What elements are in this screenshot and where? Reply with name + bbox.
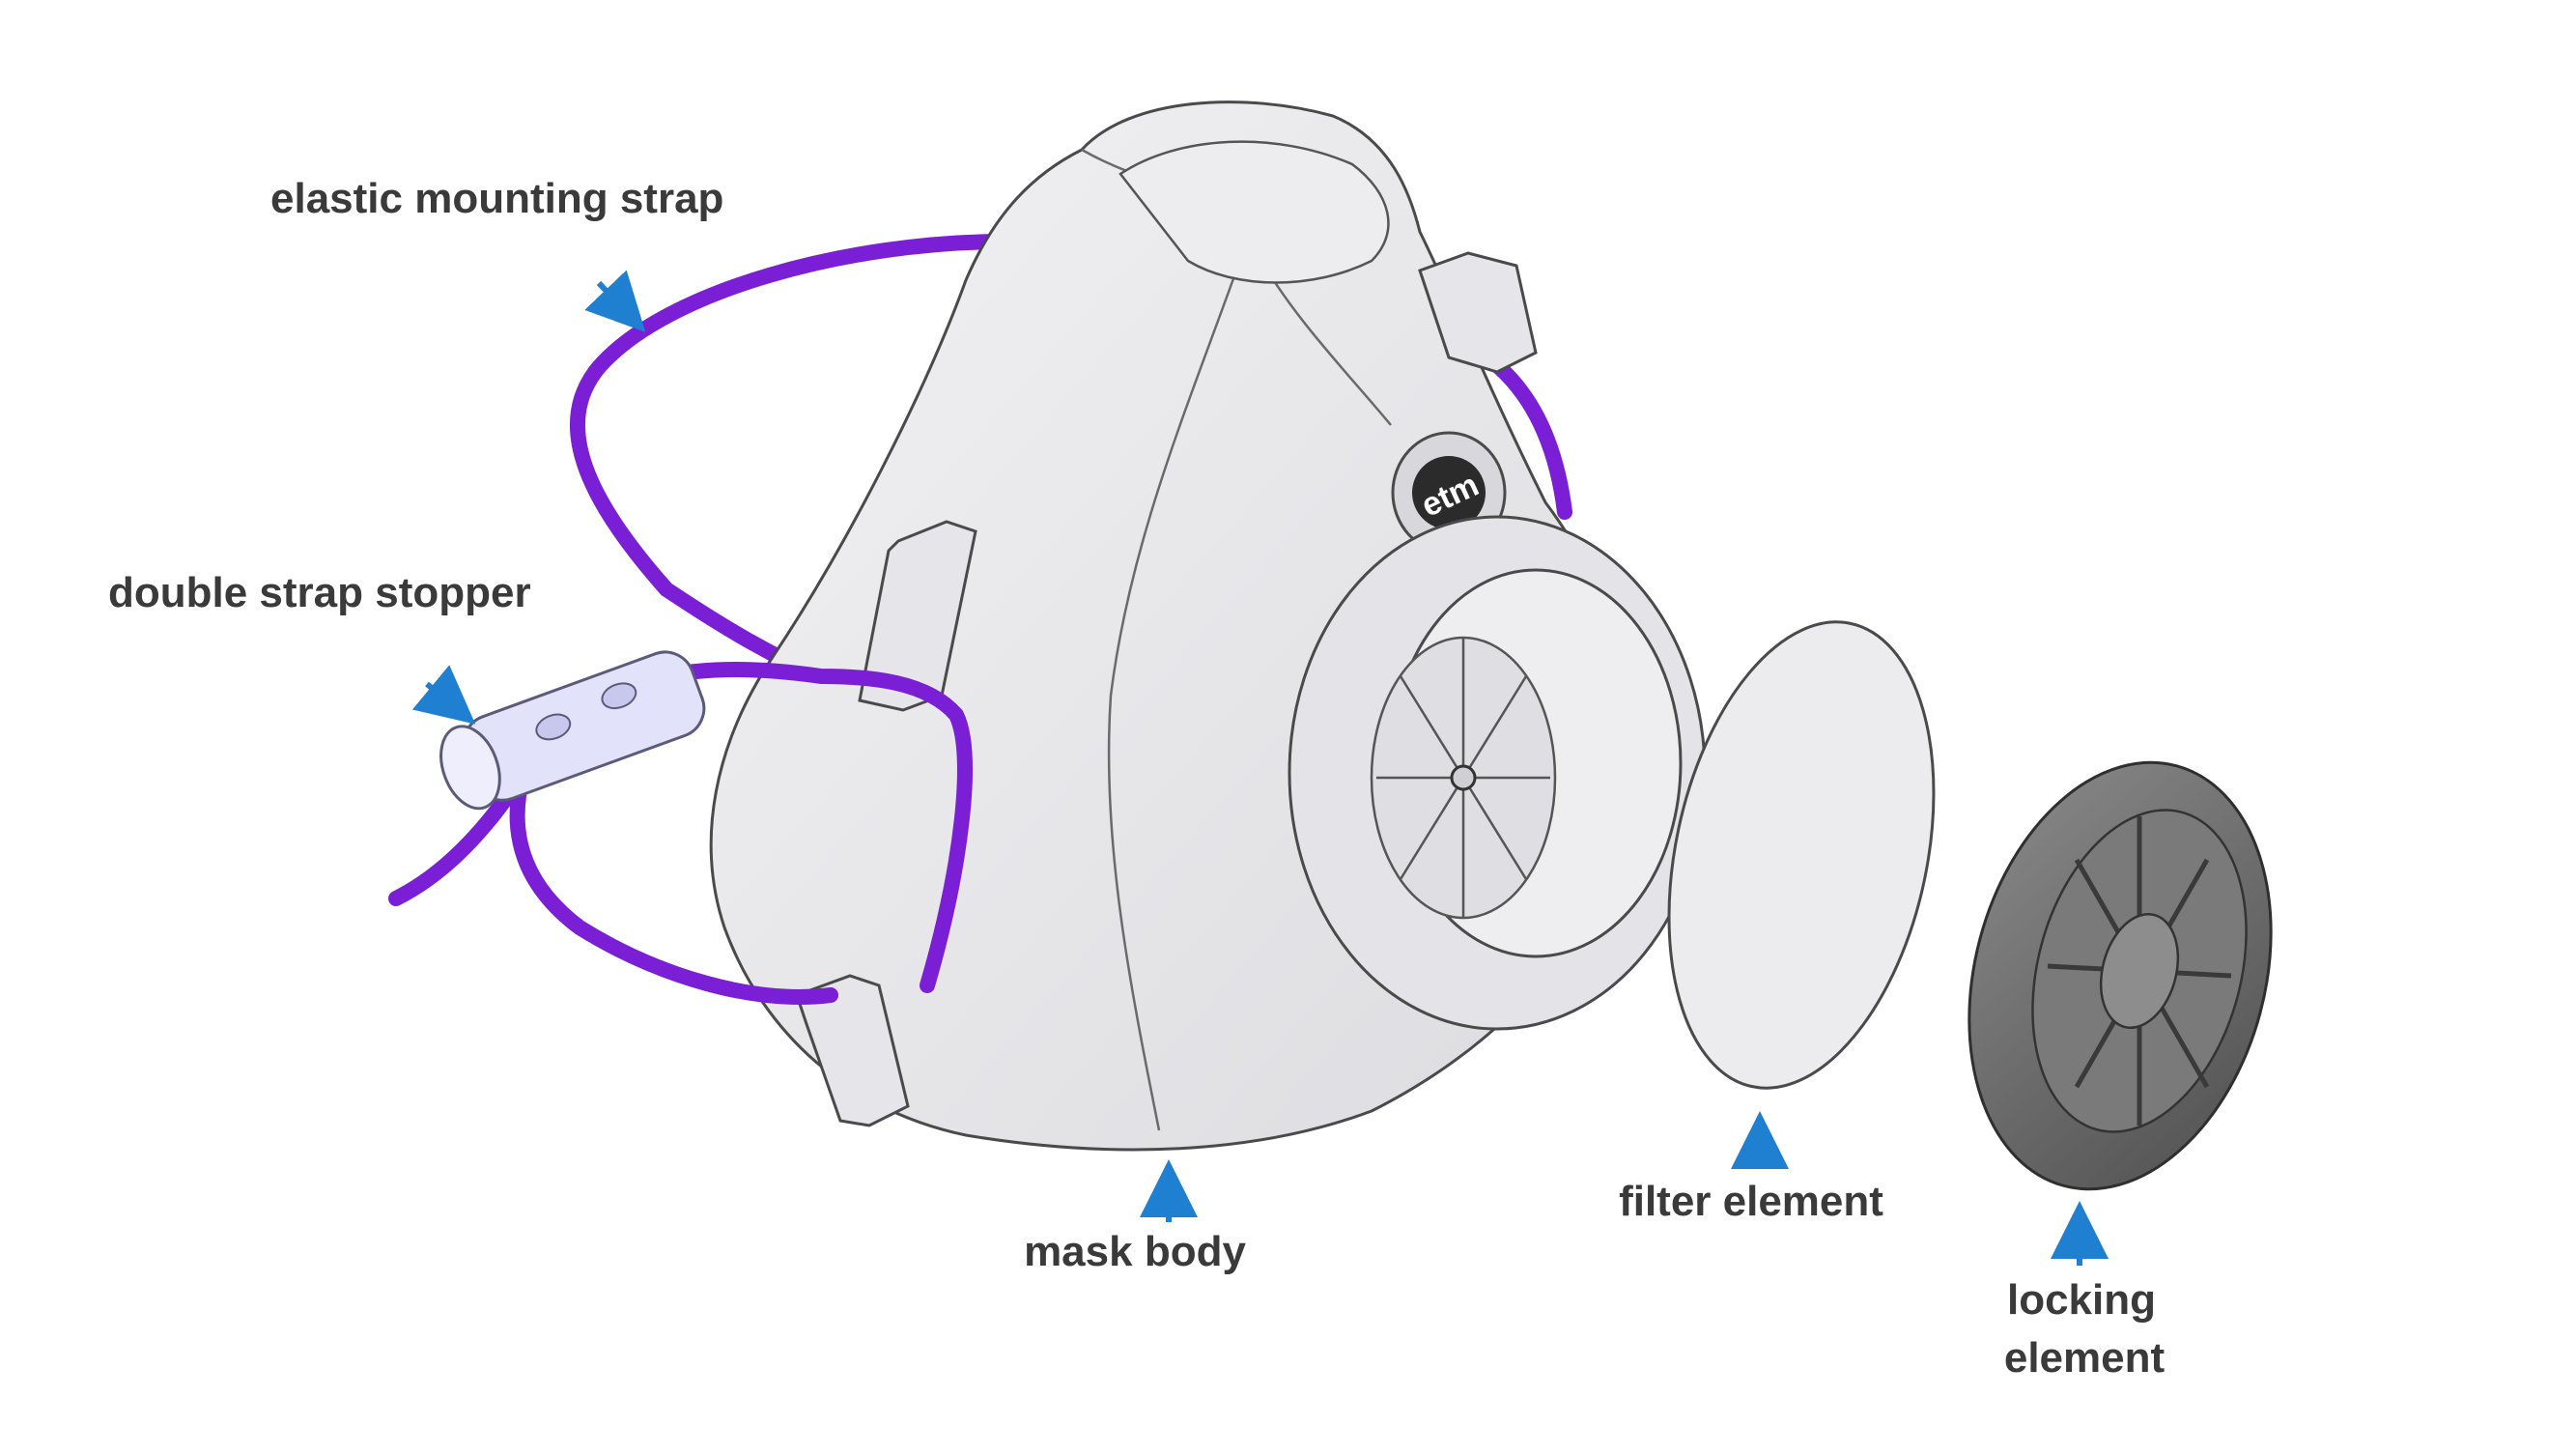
label-mask-body: mask body bbox=[1024, 1228, 1246, 1275]
mask-strap-clip-upper-left bbox=[858, 520, 977, 712]
strap-pointer-arrow bbox=[584, 270, 646, 332]
mask-top-bulge bbox=[1118, 140, 1390, 284]
elastic-strap-top-loop bbox=[569, 234, 1012, 689]
label-filter-element: filter element bbox=[1619, 1178, 1883, 1225]
label-locking-element-line1: locking bbox=[2006, 1276, 2157, 1324]
label-locking-element-line2: element bbox=[2003, 1334, 2166, 1382]
label-double-strap-stopper: double strap stopper bbox=[108, 569, 531, 616]
mask-logo-badge bbox=[1412, 456, 1486, 529]
label-elastic-mounting-strap: elastic mounting strap bbox=[270, 175, 724, 222]
mask-strap-clip-right bbox=[1418, 251, 1538, 374]
double-strap-stopper bbox=[439, 650, 706, 811]
filter-element-disc bbox=[1667, 620, 1936, 1090]
mask-filter-center-hub bbox=[1450, 764, 1477, 791]
mask-strap-clip-lower-left bbox=[795, 974, 910, 1127]
stopper-pointer-arrow bbox=[411, 665, 476, 725]
locking-element-part bbox=[1967, 760, 2273, 1191]
elastic-strap-front-upper bbox=[635, 662, 973, 993]
